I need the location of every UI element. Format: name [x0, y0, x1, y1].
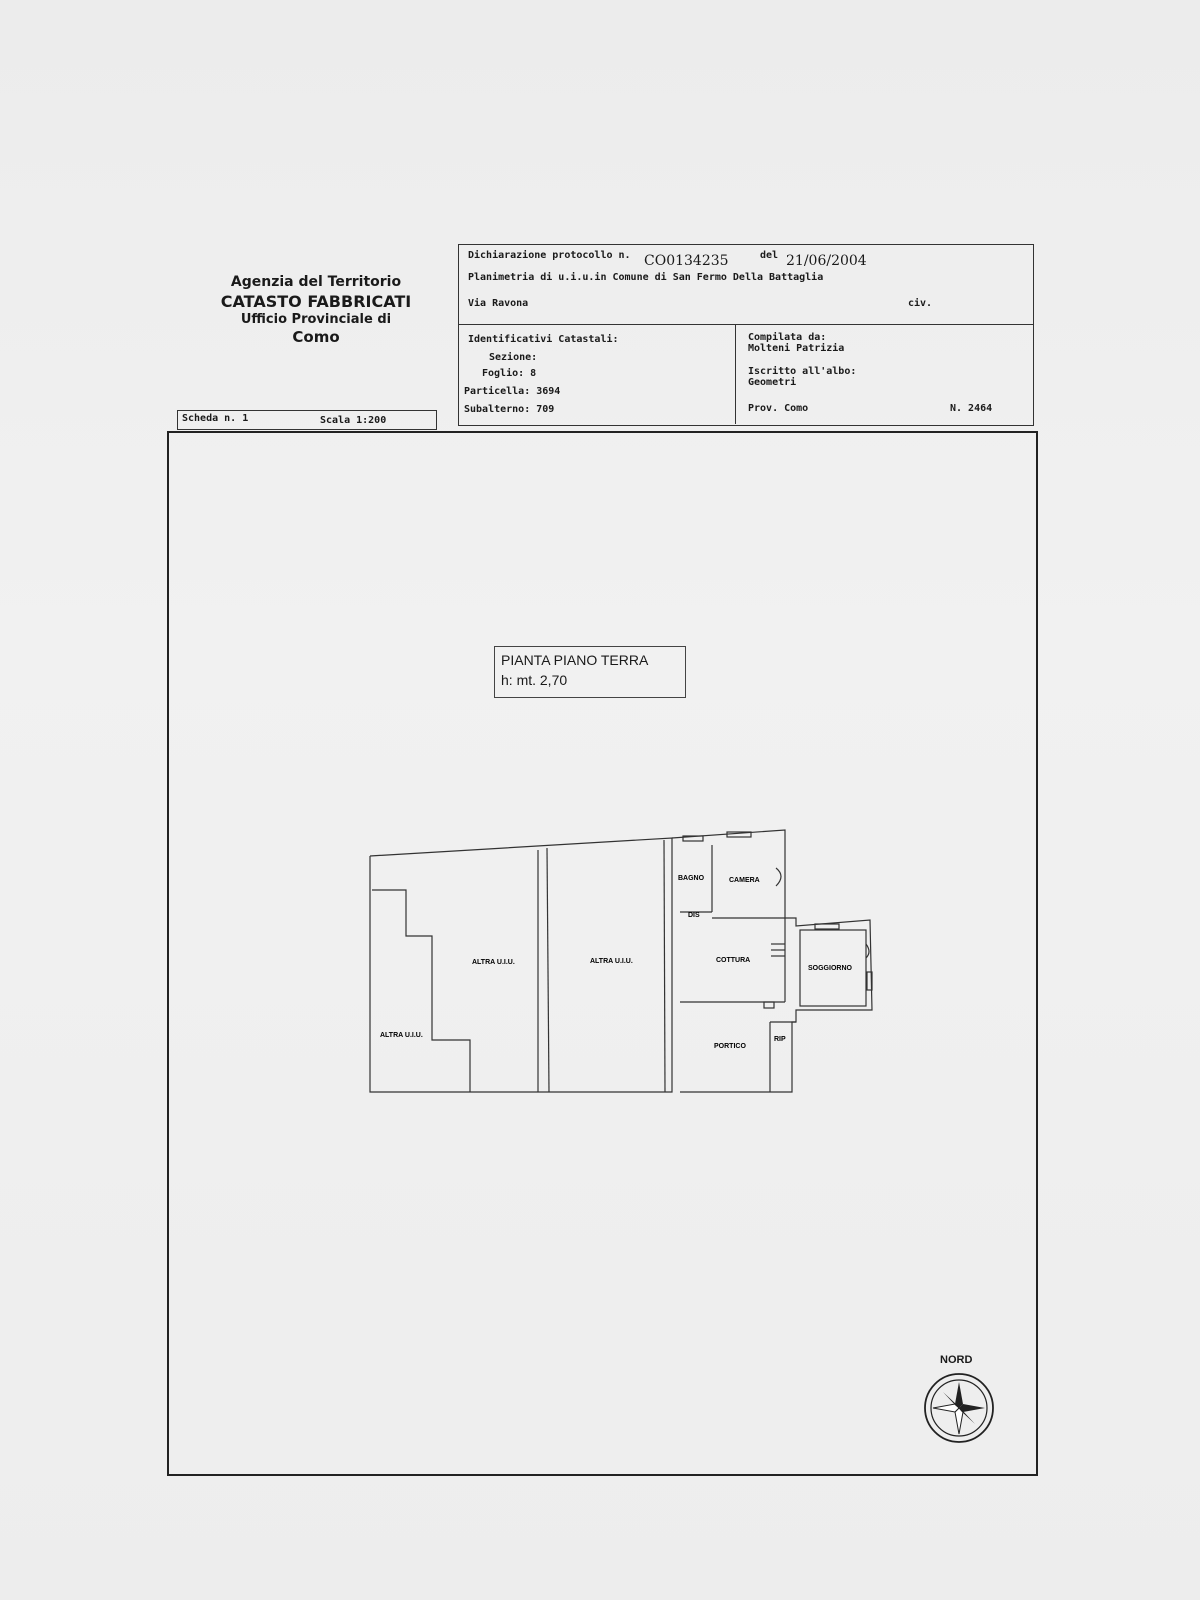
civ-label: civ.	[908, 298, 933, 309]
foglio-value: Foglio: 8	[482, 368, 537, 379]
compilata-name: Molteni Patrizia	[748, 343, 845, 354]
room-portico: PORTICO	[714, 1043, 746, 1050]
scala-label: Scala 1:200	[320, 415, 387, 426]
del-label: del	[760, 250, 779, 261]
drawing-frame	[167, 431, 1038, 1476]
unit-outline	[671, 829, 873, 1093]
protocol-number: CO0134235	[644, 253, 729, 269]
planimetria-text: Planimetria di u.i.u.in Comune di San Fe…	[468, 272, 824, 283]
protocol-date: 21/06/2004	[786, 253, 867, 269]
identificativi-title: Identificativi Catastali:	[468, 334, 619, 345]
door-arc	[865, 943, 870, 959]
window	[682, 835, 704, 842]
sezione-label: Sezione:	[489, 352, 538, 363]
catasto-title: CATASTO FABBRICATI	[220, 291, 412, 311]
room-cottura: COTTURA	[716, 957, 750, 964]
particella-value: Particella: 3694	[464, 386, 561, 397]
dichiarazione-label: Dichiarazione protocollo n.	[468, 250, 631, 261]
room-soggiorno: SOGGIORNO	[808, 965, 853, 972]
column-divider	[735, 324, 736, 424]
identificativi-box	[458, 324, 1034, 426]
party-wall-3	[663, 839, 666, 1093]
soggiorno-walls	[799, 929, 867, 1007]
window	[866, 971, 873, 991]
albo-value: Geometri	[748, 377, 797, 388]
iscritto-label: Iscritto all'albo:	[748, 366, 857, 377]
north-label: NORD	[940, 1354, 973, 1366]
ufficio-label: Ufficio Provinciale di	[240, 311, 392, 327]
door-arc	[775, 867, 782, 887]
subalterno-value: Subalterno: 709	[464, 404, 555, 415]
agency-name: Agenzia del Territorio	[230, 274, 402, 290]
window	[726, 831, 752, 838]
room-altra-uiu-1: ALTRA U.I.U.	[472, 959, 515, 966]
plan-title-box: PIANTA PIANO TERRA h: mt. 2,70	[494, 646, 686, 698]
plan-title: PIANTA PIANO TERRA	[501, 652, 649, 668]
ufficio-city: Como	[292, 327, 340, 346]
compass-icon	[924, 1373, 994, 1443]
window	[814, 923, 840, 930]
room-altra-uiu-2: ALTRA U.I.U.	[590, 958, 633, 965]
scheda-label: Scheda n. 1	[182, 413, 249, 424]
fireplace	[763, 1001, 775, 1009]
agency-block: Agenzia del Territorio CATASTO FABBRICAT…	[200, 274, 432, 347]
room-bagno: BAGNO	[678, 875, 705, 882]
room-dis: DIS	[688, 912, 700, 919]
via-text: Via Ravona	[468, 298, 529, 309]
plan-height: h: mt. 2,70	[501, 671, 568, 688]
protocol-box	[458, 244, 1034, 324]
party-wall-2	[546, 847, 550, 1093]
compilata-label: Compilata da:	[748, 332, 827, 343]
provincia-value: Prov. Como	[748, 403, 809, 414]
altra-uiu-left-wall	[372, 889, 471, 1092]
albo-number: N. 2464	[950, 403, 993, 414]
room-altra-uiu-3: ALTRA U.I.U.	[380, 1032, 423, 1039]
scheda-box	[177, 410, 437, 430]
plan-outline	[369, 837, 673, 1093]
room-camera: CAMERA	[729, 877, 760, 884]
room-rip: RIP	[774, 1036, 786, 1043]
